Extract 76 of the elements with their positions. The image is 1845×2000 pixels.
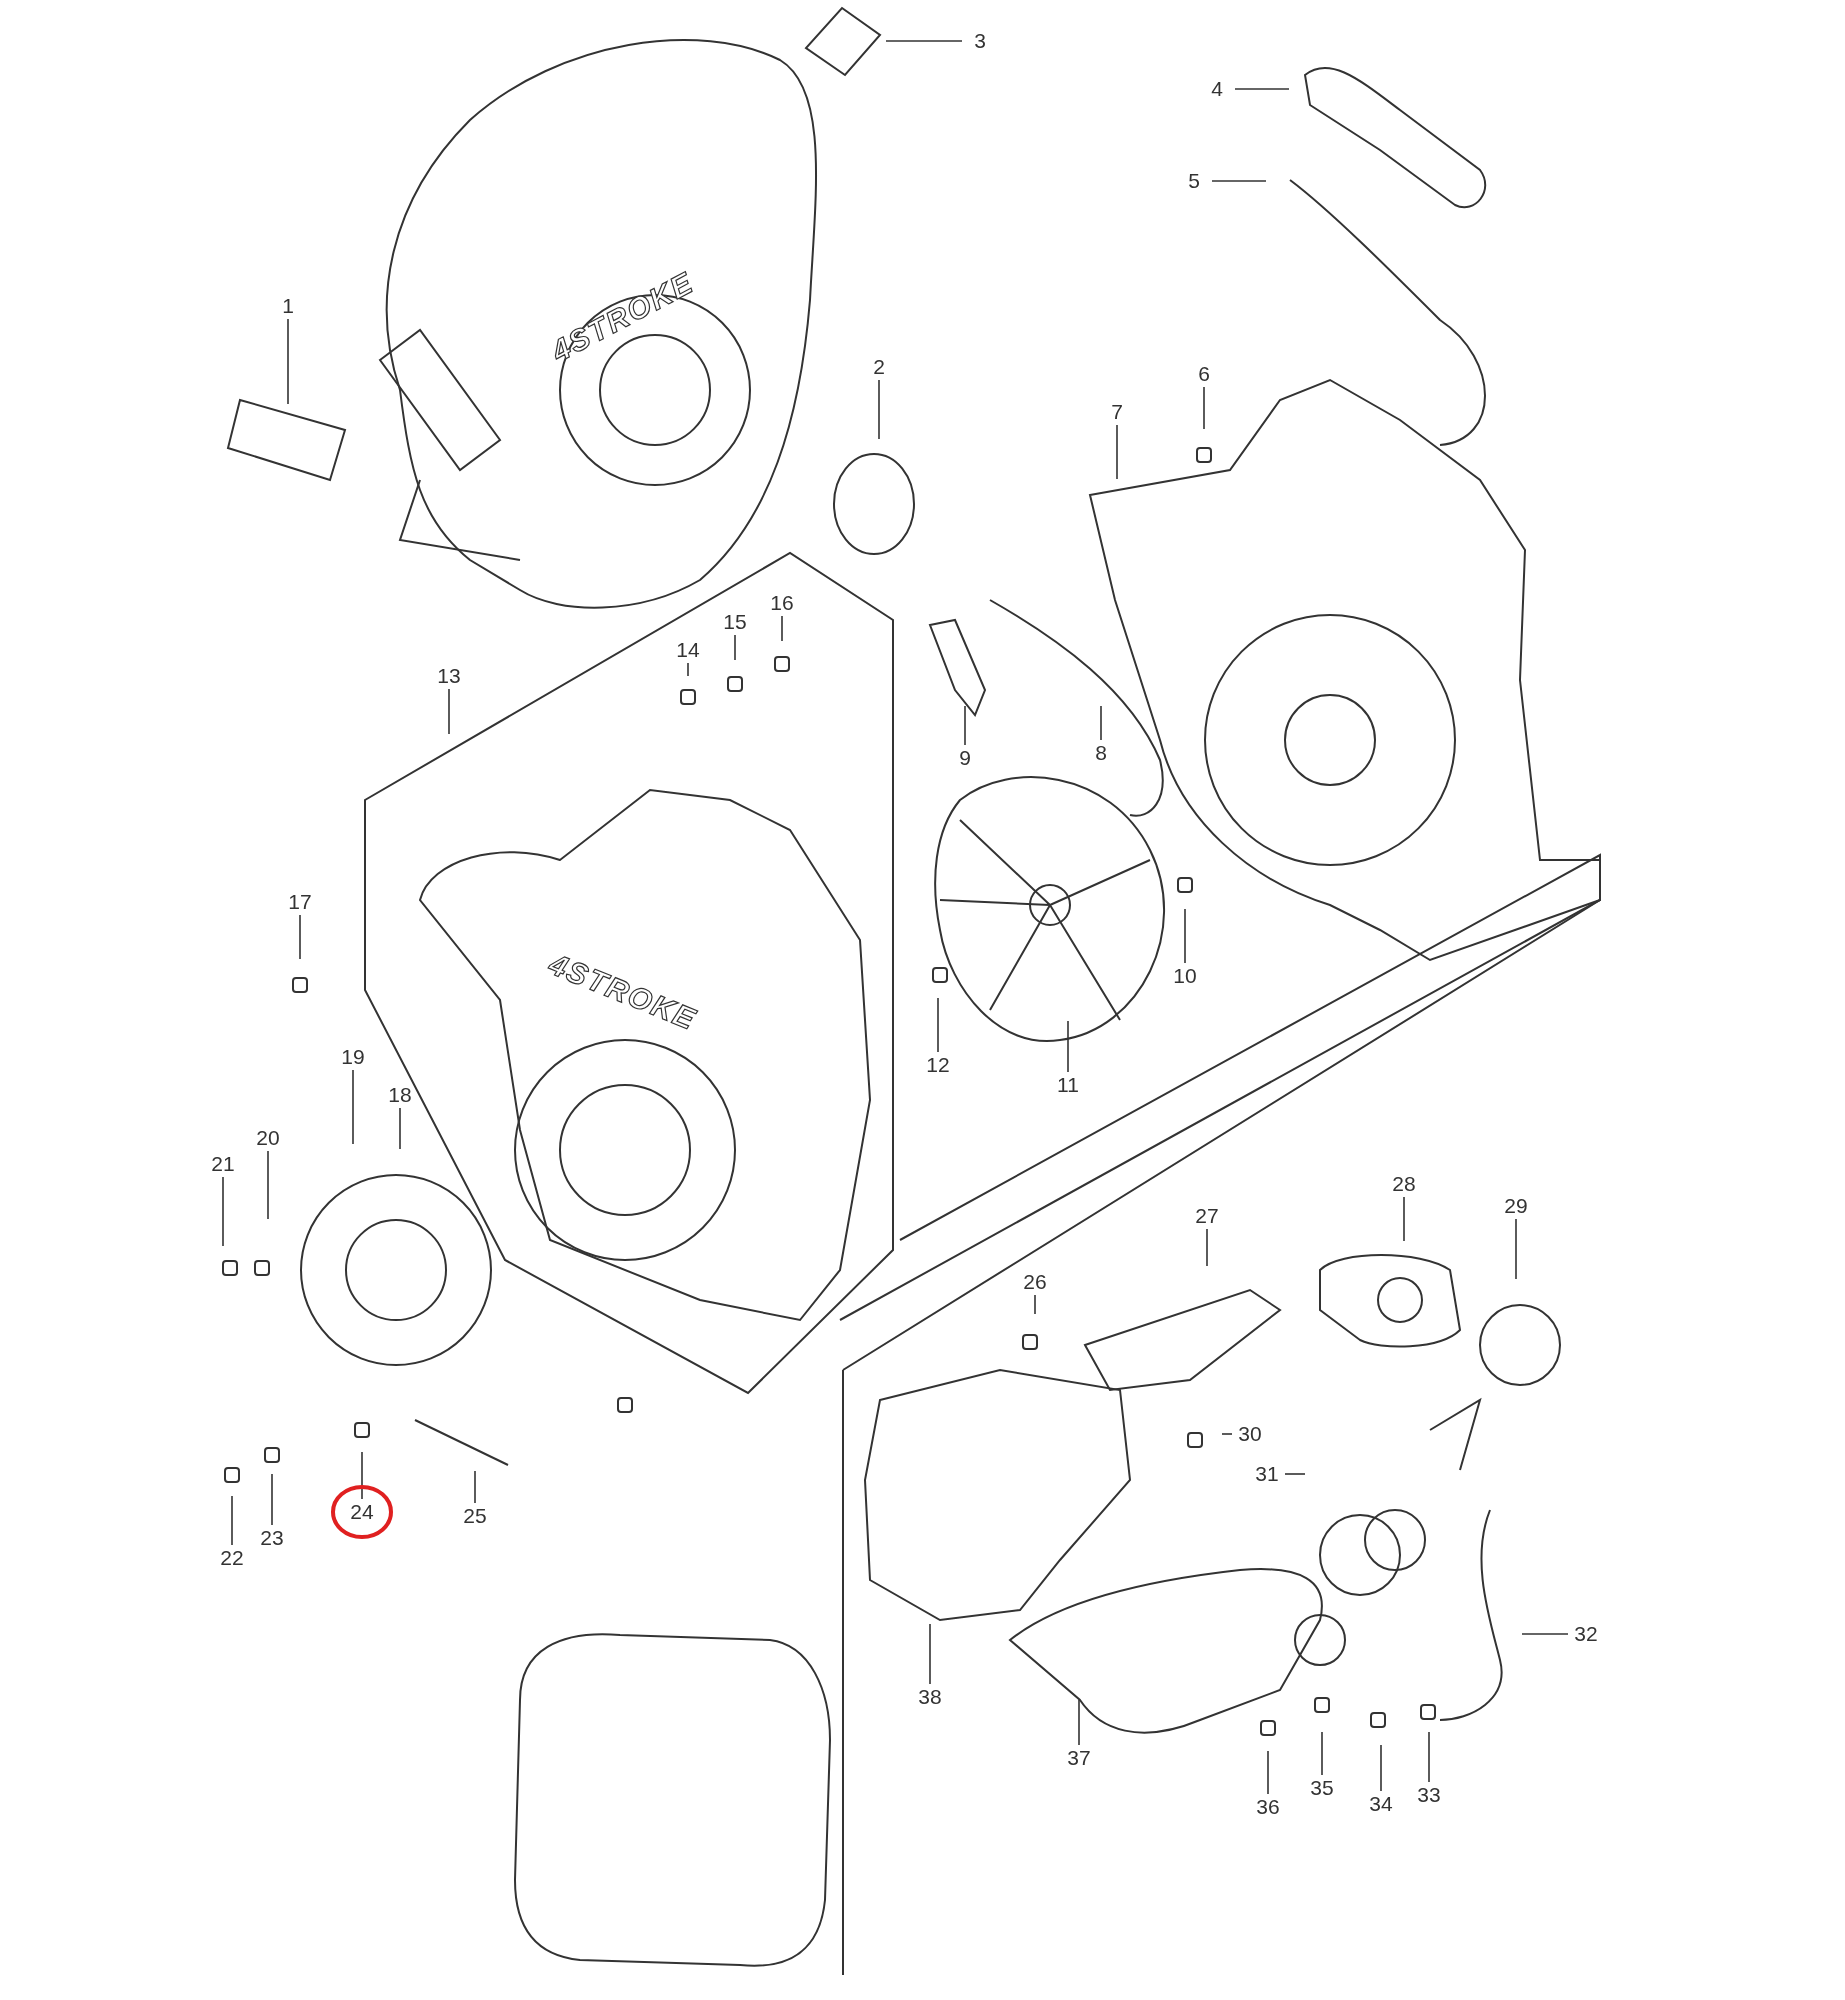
- leader-line: [878, 379, 880, 440]
- leader-line: [287, 318, 289, 405]
- leader-line: [929, 1623, 931, 1685]
- leader-line: [937, 997, 939, 1053]
- leader-line: [734, 634, 736, 661]
- callout-number: 28: [1386, 1171, 1422, 1197]
- callout-number: 23: [254, 1525, 290, 1551]
- leader-line: [399, 1107, 401, 1150]
- leader-line: [448, 688, 450, 735]
- callout-number: 31: [1249, 1461, 1285, 1487]
- leader-line: [1100, 705, 1102, 741]
- leader-line: [1116, 424, 1118, 480]
- callout-number: 1: [270, 293, 306, 319]
- callout-number: 19: [335, 1044, 371, 1070]
- callout-number: 8: [1083, 740, 1119, 766]
- callout-number: 15: [717, 609, 753, 635]
- leader-line: [1206, 1228, 1208, 1267]
- callout-number: 26: [1017, 1269, 1053, 1295]
- callout-number: 25: [457, 1503, 493, 1529]
- leader-line: [267, 1150, 269, 1220]
- leader-line: [1403, 1196, 1405, 1242]
- leader-line: [1203, 386, 1205, 430]
- leader-line: [1428, 1731, 1430, 1783]
- callout-number: 4: [1199, 76, 1235, 102]
- callout-number: 9: [947, 745, 983, 771]
- callout-number: 36: [1250, 1794, 1286, 1820]
- leader-line: [1380, 1744, 1382, 1792]
- leader-line: [231, 1495, 233, 1546]
- callout-number: 21: [205, 1151, 241, 1177]
- callout-number: 3: [962, 28, 998, 54]
- callout-number: 24: [344, 1499, 380, 1525]
- callout-number: 5: [1176, 168, 1212, 194]
- callout-number: 29: [1498, 1193, 1534, 1219]
- leader-line: [1284, 1473, 1306, 1475]
- leader-line: [361, 1451, 363, 1500]
- callout-number: 14: [670, 637, 706, 663]
- callout-number: 6: [1186, 361, 1222, 387]
- leader-line: [687, 662, 689, 677]
- leader-line: [1267, 1750, 1269, 1795]
- callout-number: 13: [431, 663, 467, 689]
- leader-line: [885, 40, 963, 42]
- callout-number: 27: [1189, 1203, 1225, 1229]
- callout-number: 10: [1167, 963, 1203, 989]
- leader-line: [1515, 1218, 1517, 1280]
- callout-number: 38: [912, 1684, 948, 1710]
- callout-number: 30: [1232, 1421, 1268, 1447]
- callout-number: 34: [1363, 1791, 1399, 1817]
- callout-number: 18: [382, 1082, 418, 1108]
- leader-line: [1321, 1731, 1323, 1776]
- callout-number: 11: [1050, 1072, 1086, 1098]
- leader-line: [1221, 1433, 1233, 1435]
- leader-line: [352, 1069, 354, 1145]
- leader-line: [1184, 908, 1186, 964]
- callout-number: 7: [1099, 399, 1135, 425]
- callout-number: 22: [214, 1545, 250, 1571]
- leader-line: [271, 1473, 273, 1526]
- leader-line: [299, 914, 301, 960]
- leader-line: [474, 1470, 476, 1504]
- leader-line: [1234, 88, 1290, 90]
- callout-number: 2: [861, 354, 897, 380]
- leader-line: [964, 705, 966, 746]
- callout-number: 16: [764, 590, 800, 616]
- leader-line: [222, 1176, 224, 1247]
- leader-line: [781, 615, 783, 642]
- callout-number: 35: [1304, 1775, 1340, 1801]
- leader-line: [1078, 1699, 1080, 1746]
- callout-number: 33: [1411, 1782, 1447, 1808]
- callout-number: 12: [920, 1052, 956, 1078]
- callout-number: 37: [1061, 1745, 1097, 1771]
- callout-number: 20: [250, 1125, 286, 1151]
- leader-line: [1211, 180, 1267, 182]
- leader-line: [1067, 1020, 1069, 1073]
- leader-line: [1521, 1633, 1569, 1635]
- callout-number: 32: [1568, 1621, 1604, 1647]
- leader-line: [1034, 1294, 1036, 1315]
- callout-number: 17: [282, 889, 318, 915]
